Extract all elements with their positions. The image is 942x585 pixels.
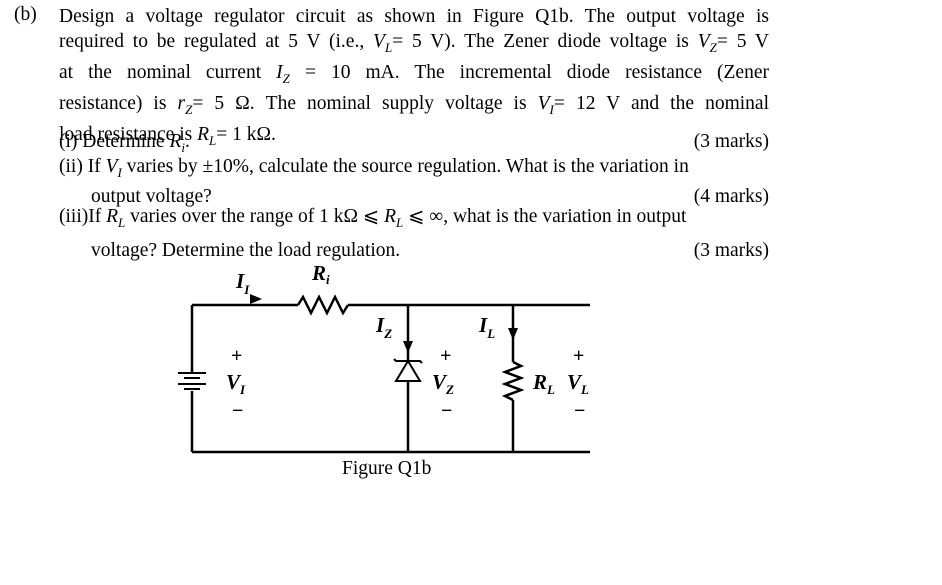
intro-line-3: at the nominal current IZ = 10 mA. The i… <box>59 62 769 87</box>
il-arrow-icon <box>508 328 518 340</box>
label-vz: VZ <box>432 370 454 397</box>
battery-symbol <box>178 372 206 390</box>
ii-arrow-icon <box>250 294 262 304</box>
question-label: (b) <box>14 4 37 25</box>
label-vl: VL <box>567 370 589 397</box>
part-ii-marks: (4 marks) <box>693 185 769 207</box>
label-ii: II <box>235 269 250 297</box>
vi-plus: + <box>231 345 242 367</box>
zener-diode-symbol <box>393 358 423 382</box>
intro-line-5: load resistance is RL= 1 kΩ. <box>59 124 276 149</box>
label-il: IL <box>478 313 495 341</box>
intro-line-4: resistance) is rZ= 5 Ω. The nominal supp… <box>59 93 769 118</box>
label-iz: IZ <box>375 313 392 341</box>
vl-plus: + <box>573 345 584 367</box>
part-ii: (ii) If VI varies by ±10%, calculate the… <box>59 156 769 207</box>
label-vi: VI <box>226 370 246 397</box>
part-i-marks: (3 marks) <box>693 131 769 152</box>
part-i: (i) Determine Ri. (3 marks) <box>59 130 769 160</box>
intro-line-2: required to be regulated at 5 V (i.e., V… <box>59 31 769 56</box>
vl-minus: − <box>574 400 585 422</box>
vz-plus: + <box>440 345 451 367</box>
vz-minus: − <box>441 400 452 422</box>
resistor-ri <box>296 294 350 316</box>
resistor-rl <box>501 360 525 402</box>
figure-caption: Figure Q1b <box>342 458 432 479</box>
intro-line-1: Design a voltage regulator circuit as sh… <box>59 6 769 27</box>
part-iii: (iii)If RL varies over the range of 1 kΩ… <box>59 206 769 261</box>
iz-arrow-icon <box>403 341 413 353</box>
zener-regulator-circuit: Ri II IZ IL + VI − + VZ − + RL VL − <box>178 261 590 454</box>
vi-minus: − <box>232 400 243 422</box>
question-intro: Design a voltage regulator circuit as sh… <box>59 4 769 154</box>
label-ri: Ri <box>311 261 330 287</box>
part-iii-marks: (3 marks) <box>693 239 769 261</box>
label-rl: RL <box>532 370 555 397</box>
